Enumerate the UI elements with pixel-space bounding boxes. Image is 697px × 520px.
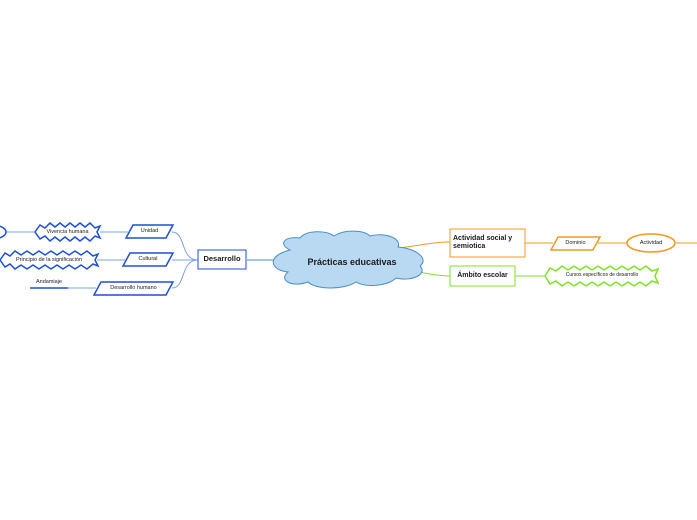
unidad-label: Unidad [140,228,159,235]
cultural-shape[interactable] [121,252,175,267]
connector-desarrollo-humano-desarrollo [171,259,199,289]
actividad-label: Actividad [639,240,663,247]
ambito-escolar-label: Ámbito escolar [457,271,508,279]
desarrollo-humano-label: Desarrollo humano [110,285,157,292]
andamiaje-label: Andamiaje [36,279,62,286]
cursos-shape[interactable] [544,265,660,287]
connector-central-actividad-social [397,241,451,249]
actividad-social-box[interactable] [449,228,526,258]
dominio-label: Dominio [565,240,586,247]
actividad-social-label: Actividad social y semiotica [453,234,513,250]
actividad-ellipse[interactable] [626,233,676,253]
vivencia-humana-shape[interactable] [34,221,102,243]
cultural-label: Cultural [138,256,158,263]
cursos-label: Cursos específicos de desarrollo [565,272,639,279]
desarrollo-label: Desarrollo [203,254,241,264]
desarrollo-box[interactable] [197,249,247,270]
unidad-shape[interactable] [124,224,175,239]
desarrollo-humano-shape[interactable] [92,281,175,296]
principio-label: Principio de la significación [15,256,83,263]
connector-unidad-desarrollo [171,231,199,261]
vivencia-humana-label: Vivencia humana [46,228,89,235]
central-cloud-shape[interactable] [272,230,424,289]
principio-shape[interactable] [0,250,100,270]
central-topic-label: Prácticas educativas [307,256,397,267]
offscreen-ellipse[interactable] [0,225,7,239]
dominio-shape[interactable] [549,236,602,251]
ambito-escolar-box[interactable] [449,265,516,287]
